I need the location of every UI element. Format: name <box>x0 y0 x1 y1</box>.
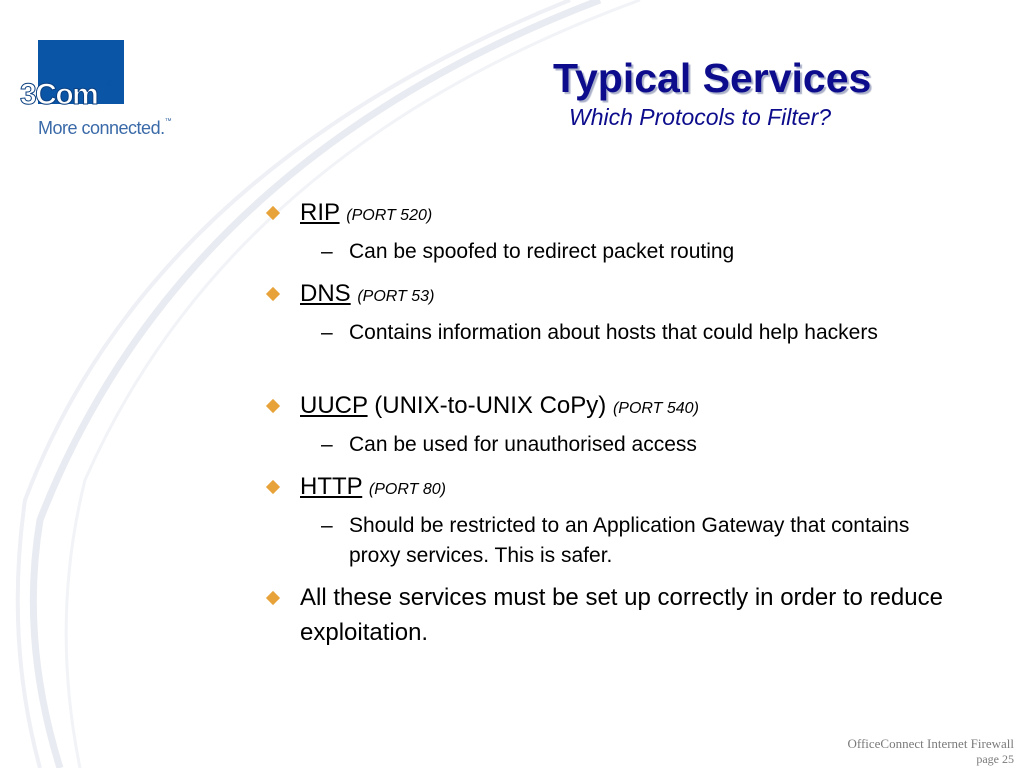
slide-title: Typical Services <box>553 55 872 101</box>
logo-tagline: More connected.™ <box>38 118 172 139</box>
bullet-diamond-icon <box>265 286 281 302</box>
bullet-text: DNS (PORT 53) <box>300 276 980 314</box>
protocol-port: (PORT 540) <box>612 400 699 417</box>
sub-bullet-text: Can be spoofed to redirect packet routin… <box>349 240 735 263</box>
dash-marker: – <box>321 240 333 263</box>
sub-bullet-text: Can be used for unauthorised access <box>349 433 697 456</box>
protocol-port: (PORT 53) <box>357 288 435 305</box>
logo-registered-mark: ® <box>106 78 113 88</box>
dash-marker: – <box>321 514 333 537</box>
bullet-diamond-icon <box>265 590 281 606</box>
protocol-name: UUCP <box>300 392 368 419</box>
protocol-detail: (UNIX-to-UNIX CoPy) <box>374 392 607 419</box>
logo-box <box>38 40 124 104</box>
footer-product: OfficeConnect Internet Firewall <box>847 736 1014 751</box>
logo-brand: 3Com <box>19 78 99 112</box>
dash-marker: – <box>321 321 333 344</box>
logo-trademark: ™ <box>164 118 172 125</box>
protocol-name: HTTP <box>300 473 363 500</box>
bullet-diamond-icon <box>265 398 281 414</box>
footer-page-number: page 25 <box>976 752 1014 766</box>
protocol-port: (PORT 80) <box>368 481 446 498</box>
slide-subtitle: Which Protocols to Filter? <box>569 104 832 130</box>
bullet-text: HTTP (PORT 80) <box>300 469 980 507</box>
bullet-text: UUCP (UNIX-to-UNIX CoPy) (PORT 540) <box>300 388 980 426</box>
sub-bullet-text: Should be restricted to an Application G… <box>349 514 910 567</box>
bullet-text: All these services must be set up correc… <box>300 584 943 646</box>
protocol-name: RIP <box>300 199 340 226</box>
bullet-diamond-icon <box>265 479 281 495</box>
bullet-diamond-icon <box>265 205 281 221</box>
3com-logo: 3Com ® More connected.™ <box>19 40 200 140</box>
protocol-name: DNS <box>300 280 351 307</box>
sub-bullet-text: Contains information about hosts that co… <box>349 321 878 344</box>
dash-marker: – <box>321 433 333 456</box>
protocol-port: (PORT 520) <box>346 207 433 224</box>
bullet-text: RIP (PORT 520) <box>300 195 980 233</box>
logo-tagline-text: More connected. <box>38 118 165 138</box>
